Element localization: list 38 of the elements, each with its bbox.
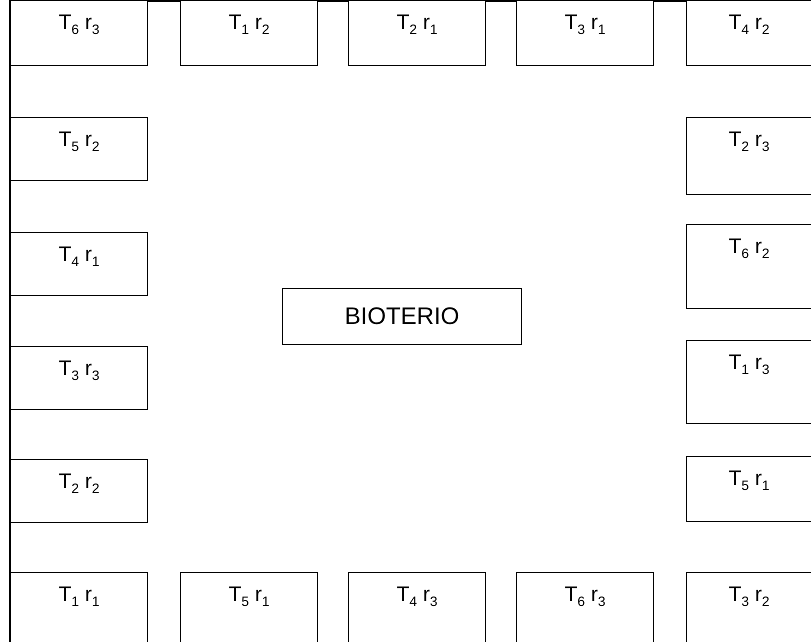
cage-label: T$_{5}$ r$_{2}$: [58, 128, 100, 154]
cage-label: T$_{6}$ r$_{3}$: [564, 583, 606, 610]
cage-label: T$_{1}$ r$_{3}$: [728, 351, 770, 378]
cage-label: T$_{6}$ r$_{3}$: [58, 11, 100, 38]
cage-label: T$_{3}$ r$_{1}$: [564, 11, 606, 38]
cage-box: [686, 0, 811, 66]
cage-box: [686, 224, 811, 309]
cage-label: T$_{4}$ r$_{1}$: [58, 243, 100, 270]
cage-box: [10, 459, 148, 523]
cage-label: T$_{3}$ r$_{3}$: [58, 357, 100, 384]
cage-label: T$_{3}$ r$_{2}$: [728, 583, 770, 610]
cage-box: [686, 117, 811, 195]
cage-label: T$_{1}$ r$_{2}$: [228, 11, 270, 38]
cage-box: [10, 117, 148, 181]
cage-box: [180, 572, 318, 642]
cage-box: [180, 0, 318, 66]
cage-box: [516, 572, 654, 642]
cage-box: [686, 572, 811, 642]
cage-box: [10, 572, 148, 642]
cage-box: [10, 232, 148, 296]
cage-box: [10, 0, 148, 66]
room-box: [282, 288, 522, 345]
cage-box: [686, 456, 811, 522]
cage-label: T$_{4}$ r$_{3}$: [396, 583, 438, 610]
cage-label: T$_{4}$ r$_{2}$: [728, 11, 770, 38]
cage-box: [348, 0, 486, 66]
cage-label: T$_{1}$ r$_{1}$: [58, 583, 100, 610]
cage-box: [10, 346, 148, 410]
room-label: BIOTERIO: [344, 303, 460, 331]
cage-label: T$_{2}$ r$_{2}$: [58, 470, 100, 496]
cage-label: T$_{5}$ r$_{1}$: [728, 467, 770, 494]
cage-box: [516, 0, 654, 66]
cage-label: T$_{2}$ r$_{3}$: [728, 128, 770, 154]
cage-label: T$_{2}$ r$_{1}$: [396, 11, 438, 38]
cage-box: [686, 340, 811, 424]
cage-label: T$_{5}$ r$_{1}$: [228, 583, 270, 610]
cage-label: T$_{6}$ r$_{2}$: [728, 235, 770, 262]
cage-box: [348, 572, 486, 642]
